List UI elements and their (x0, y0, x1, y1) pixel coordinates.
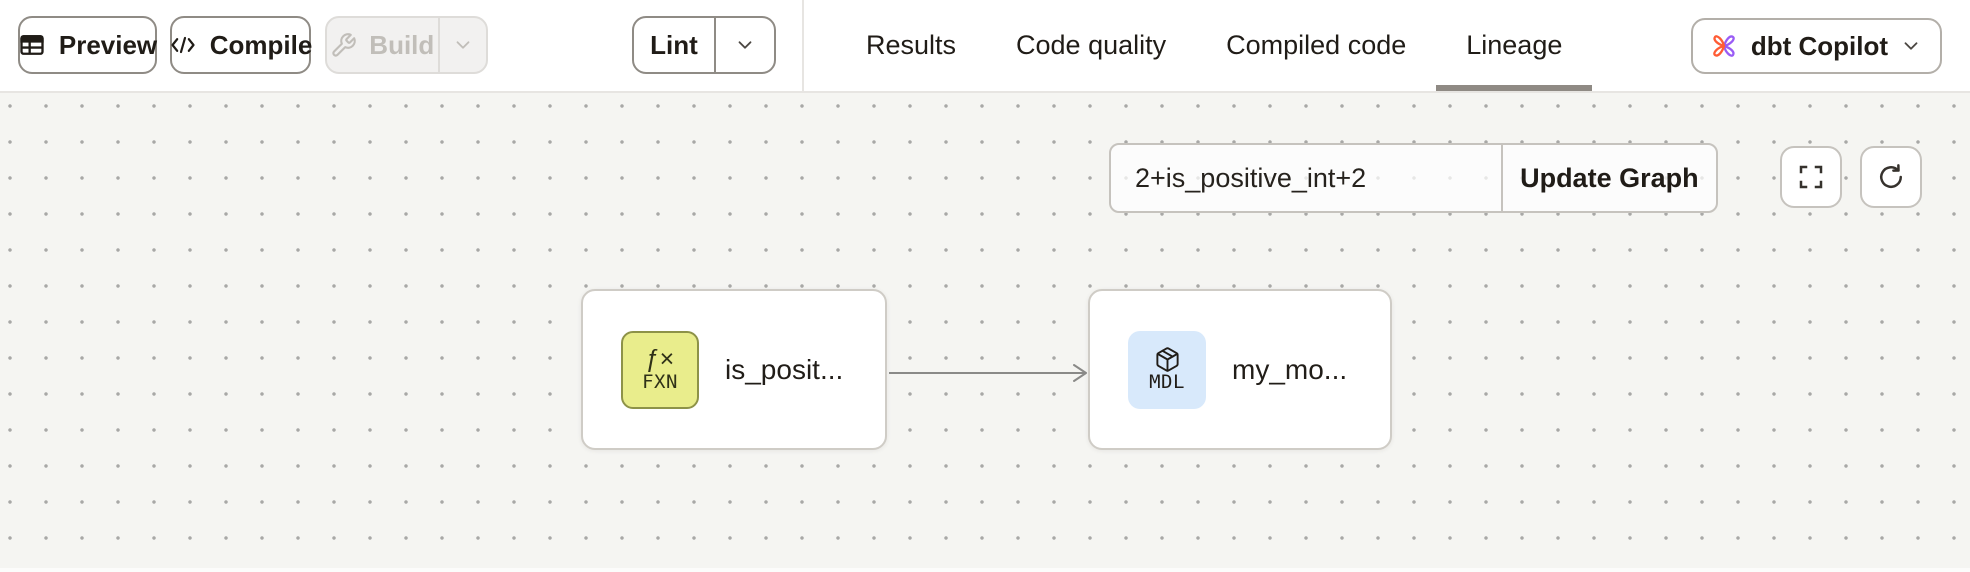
function-badge-code: FXN (642, 370, 678, 393)
tab-results[interactable]: Results (866, 30, 957, 60)
compile-button[interactable]: Compile (169, 16, 313, 74)
update-graph-button[interactable]: Update Graph (1503, 145, 1716, 211)
chevron-down-icon (452, 34, 474, 56)
node-label: my_mo... (1232, 353, 1348, 385)
lineage-canvas[interactable]: Update Graph ƒ× FXN is_posit... (0, 93, 1970, 572)
editor-header: Preview Compile Build Lint (0, 0, 1970, 93)
result-tabs: Results Code quality Compiled code Linea… (804, 0, 1593, 91)
lint-button-label: Lint (650, 29, 698, 60)
refresh-icon (1876, 162, 1906, 192)
toolbar-tabs-divider (802, 0, 804, 91)
build-button-label: Build (369, 29, 435, 60)
function-icon: ƒ× FXN (621, 330, 699, 409)
canvas-bottom-strip (0, 568, 1970, 572)
code-icon (169, 31, 197, 59)
lint-button[interactable]: Lint (634, 18, 714, 72)
node-label: is_posit... (725, 353, 844, 385)
refresh-graph-button[interactable] (1860, 146, 1922, 208)
dbt-copilot-label: dbt Copilot (1750, 30, 1888, 61)
build-button[interactable]: Build (327, 18, 438, 72)
function-badge-symbol: ƒ× (645, 345, 675, 374)
dbt-copilot-button[interactable]: dbt Copilot (1690, 18, 1942, 74)
preview-button[interactable]: Preview (18, 16, 157, 74)
lineage-node-model[interactable]: MDL my_mo... (1088, 289, 1392, 450)
chevron-down-icon (1900, 35, 1922, 57)
lint-split-button: Lint (632, 16, 776, 74)
table-icon (18, 31, 46, 59)
tab-lineage[interactable]: Lineage (1436, 0, 1593, 91)
compile-button-label: Compile (209, 29, 313, 60)
model-badge-code: MDL (1149, 371, 1185, 394)
wrench-icon (330, 32, 357, 59)
lineage-node-function[interactable]: ƒ× FXN is_posit... (581, 289, 887, 450)
selector-divider (1500, 145, 1503, 211)
chevron-down-icon (734, 34, 756, 56)
fullscreen-button[interactable] (1780, 146, 1842, 208)
fullscreen-icon (1796, 162, 1826, 192)
lineage-selector-bar: Update Graph (1109, 143, 1718, 213)
build-dropdown-button[interactable] (437, 18, 486, 72)
copilot-pinwheel-icon (1709, 31, 1739, 61)
preview-button-label: Preview (58, 29, 158, 60)
model-cube-icon: MDL (1128, 330, 1206, 409)
tab-code-quality[interactable]: Code quality (1016, 30, 1167, 60)
tab-compiled-code[interactable]: Compiled code (1226, 30, 1407, 60)
lineage-edge-arrow (889, 364, 1087, 382)
lint-dropdown-button[interactable] (713, 18, 774, 72)
lineage-selector-input[interactable] (1111, 145, 1501, 211)
build-split-button: Build (325, 16, 488, 74)
